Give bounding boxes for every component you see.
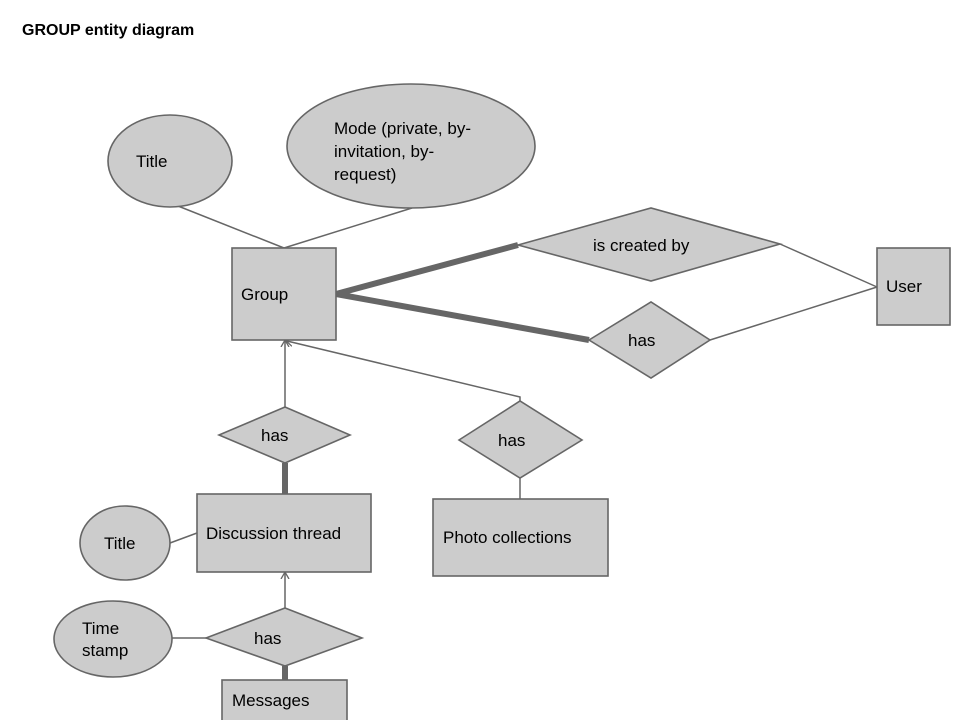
edge-group-has-user bbox=[335, 291, 590, 343]
entity-label: Group bbox=[241, 285, 288, 304]
relationship-group-has-photos: has bbox=[457, 400, 584, 479]
entity-photo-collections: Photo collections bbox=[432, 498, 609, 577]
relationship-label: has bbox=[498, 431, 525, 450]
entity-label: Photo collections bbox=[443, 528, 572, 547]
entity-label: User bbox=[886, 277, 922, 296]
relationship-label: has bbox=[254, 629, 281, 648]
attribute-message-timestamp: Time stamp bbox=[53, 600, 173, 678]
edge-has-user bbox=[709, 286, 878, 341]
relationship-label: has bbox=[628, 331, 655, 350]
edge-is-created-by-user bbox=[779, 243, 878, 288]
attribute-group-title: Title bbox=[107, 114, 233, 208]
edge-thread-title bbox=[169, 532, 198, 544]
entity-discussion-thread: Discussion thread bbox=[196, 493, 372, 573]
entity-label: Messages bbox=[232, 691, 309, 710]
attribute-label: Mode (private, by- invitation, by- reque… bbox=[334, 119, 476, 184]
relationship-is-created-by: is created by bbox=[514, 207, 783, 282]
attribute-label: Time stamp bbox=[82, 619, 128, 660]
relationship-group-has-user: has bbox=[587, 301, 712, 379]
attribute-label: Title bbox=[104, 534, 136, 553]
page-title: GROUP entity diagram bbox=[22, 22, 195, 39]
attribute-label: Title bbox=[136, 152, 168, 171]
entity-user: User bbox=[876, 247, 951, 326]
relationship-group-has-thread: has bbox=[216, 406, 353, 464]
edge-photos-has-group bbox=[287, 341, 521, 401]
relationship-label: has bbox=[261, 426, 288, 445]
entity-label: Discussion thread bbox=[206, 524, 341, 543]
attribute-thread-title: Title bbox=[79, 505, 171, 581]
connectors bbox=[169, 205, 878, 680]
edge-group-mode bbox=[283, 207, 413, 249]
entity-messages: Messages bbox=[221, 679, 348, 720]
relationship-thread-has-messages: has bbox=[203, 607, 365, 667]
edge-group-title bbox=[177, 205, 285, 249]
relationship-label: is created by bbox=[593, 236, 690, 255]
entity-group: Group bbox=[231, 247, 337, 341]
edge-group-is-created-by bbox=[335, 242, 519, 297]
attribute-group-mode: Mode (private, by- invitation, by- reque… bbox=[286, 83, 536, 209]
